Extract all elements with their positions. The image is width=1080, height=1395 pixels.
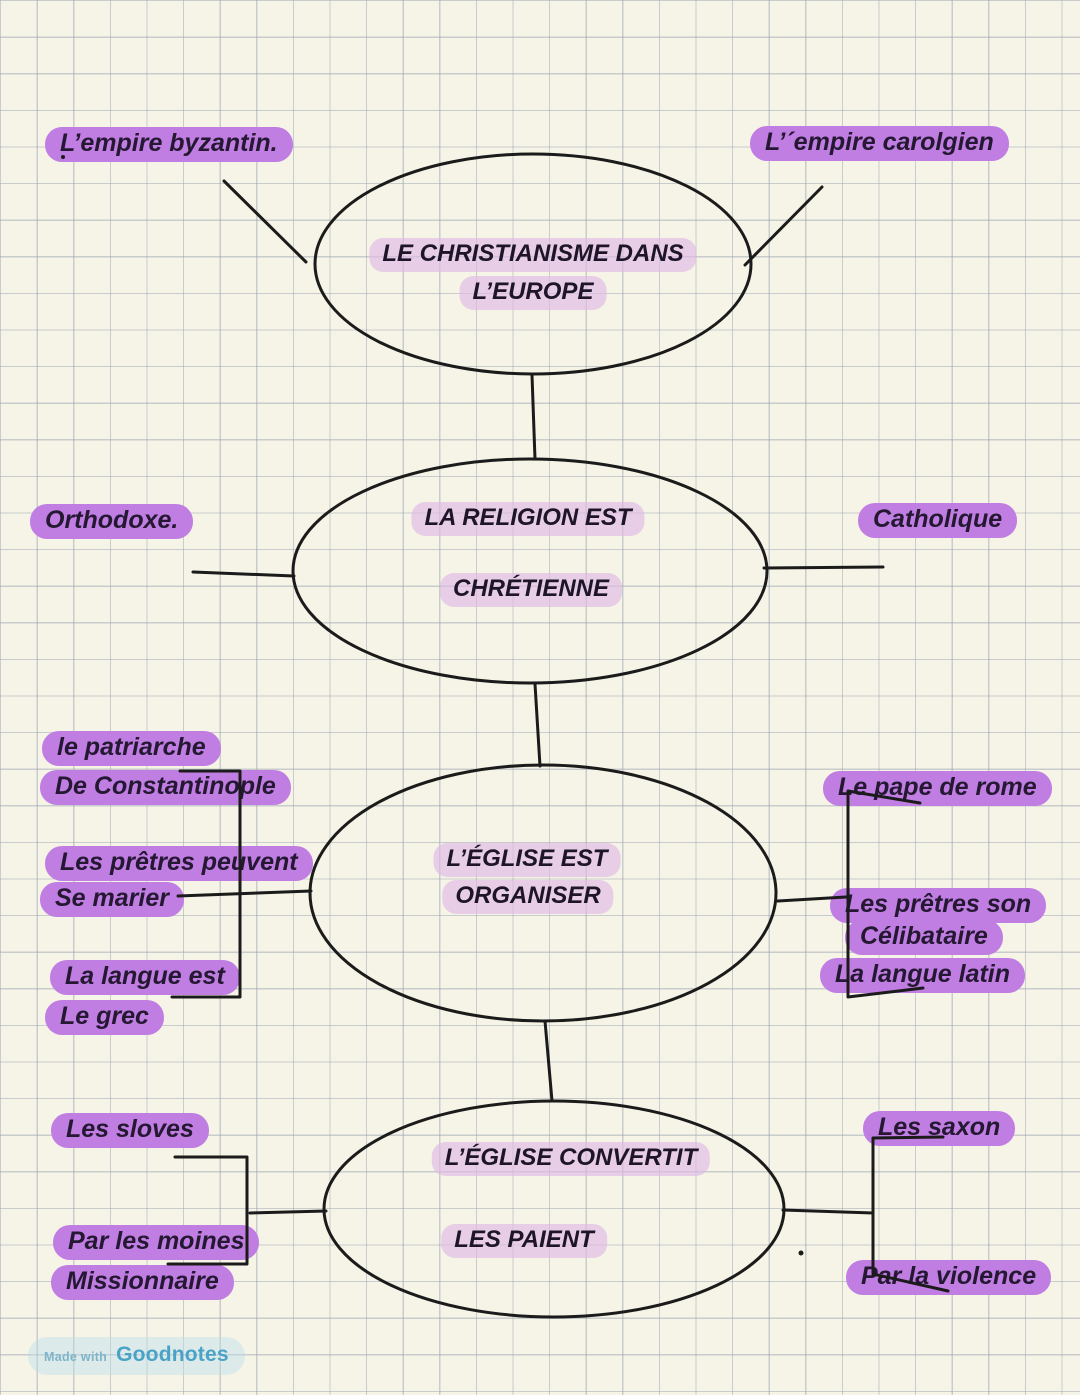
stray-dot-violence xyxy=(798,1250,804,1256)
branch-orthodoxe xyxy=(191,570,296,578)
ellipse-religion xyxy=(291,457,769,685)
branch-byzantin xyxy=(222,179,308,264)
branch-se-marier xyxy=(176,889,313,898)
connector-2-3 xyxy=(533,682,542,768)
node-eglise-organiser-line2: ORGANISER xyxy=(442,880,614,914)
branch-catholique xyxy=(762,565,885,570)
ellipse-eglise-convertit xyxy=(322,1099,786,1319)
label-pretres-son-line1: Les prêtres son xyxy=(830,888,1047,923)
node-christianisme-line2: L’EUROPE xyxy=(459,276,607,310)
label-patriarche-line1: le patriarche xyxy=(42,731,221,766)
label-saxon: Les saxon xyxy=(863,1111,1016,1146)
label-empire-byzantin: L’empire byzantin. xyxy=(45,127,293,162)
node-eglise-convertit-line2: LES PAIENT xyxy=(441,1224,607,1258)
label-empire-carolingien: L’´empire carolgien xyxy=(750,126,1009,161)
goodnotes-logo: Goodnotes xyxy=(116,1343,229,1366)
connector-1-2 xyxy=(530,373,537,461)
label-langue-grec-line1: La langue est xyxy=(50,960,240,995)
label-pretres-peuvent-line1: Les prêtres peuvent xyxy=(45,846,313,881)
goodnotes-watermark: Made with Goodnotes xyxy=(28,1337,245,1375)
label-pape-de-rome: Le pape de rome xyxy=(823,771,1052,806)
node-eglise-convertit-line1: L’ÉGLISE CONVERTIT xyxy=(431,1142,711,1176)
node-religion-line1: LA RELIGION EST xyxy=(411,502,645,536)
label-moines-line1: Par les moines xyxy=(53,1225,260,1260)
node-eglise-organiser-line1: L’ÉGLISE EST xyxy=(433,843,621,877)
label-violence: Par la violence xyxy=(846,1260,1052,1295)
branch-carolingien xyxy=(743,185,824,267)
connector-3-4 xyxy=(543,1019,554,1103)
branch-saxon xyxy=(781,1208,875,1215)
label-sloves: Les sloves xyxy=(51,1113,209,1148)
node-religion-line2: CHRÉTIENNE xyxy=(439,573,623,607)
label-langue-grec-line2: Le grec xyxy=(45,1000,164,1035)
label-pretres-son-line2: Célibataire xyxy=(845,920,1003,955)
label-catholique: Catholique xyxy=(858,503,1018,538)
node-christianisme-line1: LE CHRISTIANISME DANS xyxy=(369,238,697,272)
label-moines-line2: Missionnaire xyxy=(51,1265,234,1300)
label-pretres-peuvent-line2: Se marier xyxy=(40,882,184,917)
branch-moines xyxy=(248,1209,328,1215)
made-with-text: Made with xyxy=(44,1350,108,1364)
label-patriarche-line2: De Constantinople xyxy=(40,770,291,805)
label-orthodoxe: Orthodoxe. xyxy=(30,504,194,539)
label-langue-latin: La langue latin xyxy=(820,958,1026,993)
